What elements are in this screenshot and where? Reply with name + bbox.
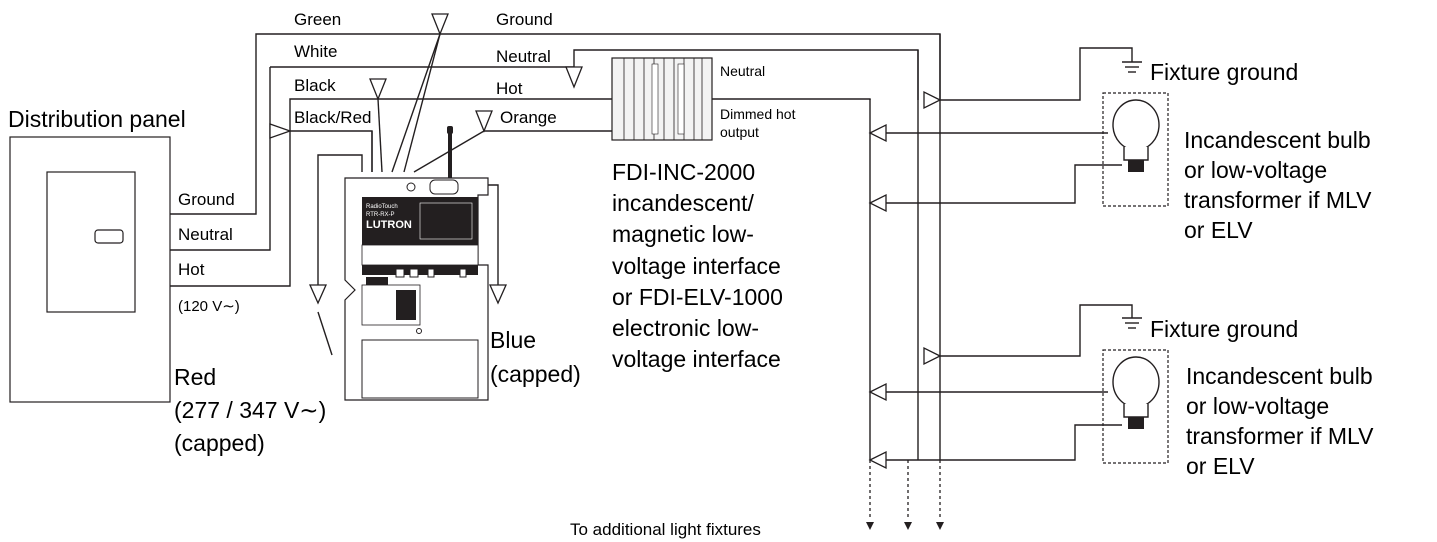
top-bus-wires	[269, 33, 941, 172]
wire-nut-hot	[369, 78, 387, 101]
interface-desc-2: incandescent/	[612, 190, 755, 216]
module-model: RTR-RX-P	[366, 212, 395, 218]
fixture-2-desc-1: Incandescent bulb	[1186, 363, 1373, 389]
breaker-switch	[94, 229, 124, 244]
interface-desc-4: voltage interface	[612, 253, 781, 279]
fixture-2-desc-2: or low-voltage	[1186, 393, 1329, 419]
interface-desc-3: magnetic low-	[612, 221, 754, 247]
panel-wires	[170, 33, 440, 287]
fixture-1-desc-4: or ELV	[1184, 217, 1253, 243]
interface-dimmed-label-2: output	[720, 124, 759, 140]
fixture-1	[868, 47, 1169, 213]
wire-label-green: Green	[294, 10, 341, 29]
fixture-1-desc-2: or low-voltage	[1184, 157, 1327, 183]
fdi-interface	[611, 57, 713, 141]
red-wire-label-1: Red	[174, 364, 216, 390]
fixture-1-desc-1: Incandescent bulb	[1184, 127, 1371, 153]
wire-nut-ground	[431, 13, 449, 36]
interface-desc-7: voltage interface	[612, 346, 781, 372]
wire-nut-blue	[488, 284, 508, 305]
fixture-bus	[869, 34, 941, 520]
wire-label-neutral: Neutral	[496, 47, 551, 66]
additional-fixture-arrows	[866, 522, 944, 530]
wire-label-black-red: Black/Red	[294, 108, 371, 127]
panel-voltage-label: (120 V∼)	[178, 298, 240, 315]
wire-nuts	[269, 13, 583, 305]
wire-label-ground: Ground	[496, 10, 553, 29]
wire-nut-neutral	[565, 66, 583, 89]
red-wire-label-2: (277 / 347 V∼)	[174, 397, 326, 423]
fixture-2	[868, 304, 1169, 470]
wire-nut-orange	[475, 110, 493, 133]
wire-label-black: Black	[294, 76, 336, 95]
module-series: RadioTouch	[366, 204, 398, 210]
receiver-module: RadioTouch RTR-RX-P LUTRON	[344, 126, 489, 401]
wire-nut-neutral-panel	[269, 123, 292, 139]
wire-nut-red	[308, 284, 328, 305]
red-wire-label-3: (capped)	[174, 430, 265, 456]
additional-fixtures-label: To additional light fixtures	[570, 520, 761, 539]
panel-neutral-label: Neutral	[178, 225, 233, 244]
wire-label-white: White	[294, 42, 337, 61]
module-leads	[317, 33, 499, 290]
blue-wire-label-1: Blue	[490, 327, 536, 353]
interface-desc-5: or FDI-ELV-1000	[612, 284, 783, 310]
panel-ground-label: Ground	[178, 190, 235, 209]
interface-desc-6: electronic low-	[612, 315, 759, 341]
distribution-panel	[9, 136, 171, 403]
panel-hot-label: Hot	[178, 260, 205, 279]
fixture-1-desc-3: transformer if MLV	[1184, 187, 1372, 213]
module-brand: LUTRON	[366, 219, 412, 231]
wire-label-orange: Orange	[500, 108, 557, 127]
interface-desc-1: FDI-INC-2000	[612, 159, 755, 185]
wire-label-hot: Hot	[496, 79, 523, 98]
distribution-panel-title: Distribution panel	[8, 106, 186, 132]
fixture-2-desc-4: or ELV	[1186, 453, 1255, 479]
fixture-1-ground-label: Fixture ground	[1150, 59, 1298, 85]
interface-neutral-label: Neutral	[720, 63, 765, 79]
fixture-2-ground-label: Fixture ground	[1150, 316, 1298, 342]
interface-dimmed-label-1: Dimmed hot	[720, 106, 796, 122]
blue-wire-label-2: (capped)	[490, 361, 581, 387]
fixture-2-desc-3: transformer if MLV	[1186, 423, 1374, 449]
